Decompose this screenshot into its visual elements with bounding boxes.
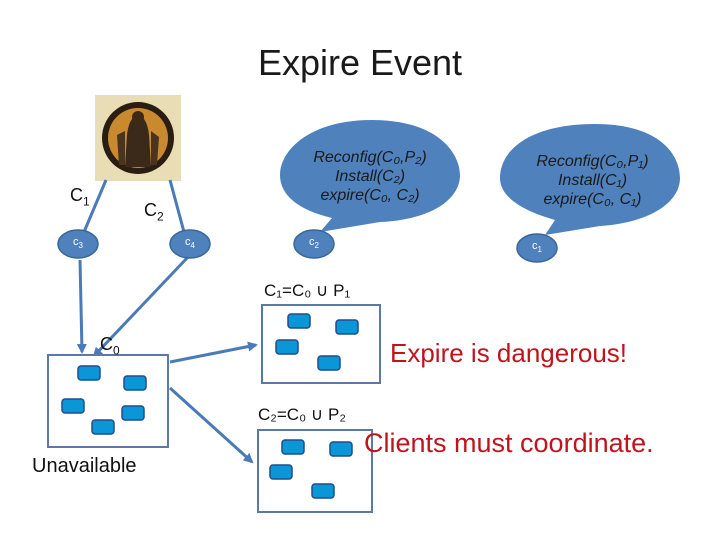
node-c2[interactable] [293,229,335,259]
node-c3[interactable] [57,229,99,259]
node-c4-label: c4 [185,236,195,251]
arrow-c0-to-c1set [169,341,258,364]
label-eq-c2: C₂=C₀ ∪ P₂ [258,405,346,424]
server-c0-3[interactable] [61,398,85,414]
label-eq-c1: C₁=C₀ ∪ P₁ [264,281,351,300]
server-c0-4[interactable] [121,405,145,421]
server-c2-4[interactable] [311,483,335,499]
bubble-right [500,124,680,235]
bubble-left-text: Reconfig(C₀,P₂) Install(C₂) expire(C₀, C… [290,148,450,205]
bubble-left-line2: Install(C₂) [334,168,406,185]
arrow-c0-to-c2set [168,386,254,464]
node-c1[interactable] [516,233,558,263]
node-c4[interactable] [169,229,211,259]
server-c0-2[interactable] [123,375,147,391]
node-c3-label: c3 [73,236,83,251]
label-C2-group: C2 [144,200,164,224]
slide-title: Expire Event [257,42,463,83]
label-unavailable: Unavailable [32,455,137,477]
label-C1-group: C1 [70,185,90,209]
bubble-right-line3: expire(C₀, C₁) [543,191,642,208]
server-c2-1[interactable] [281,439,305,455]
arrow-c4-to-c0 [92,255,190,358]
server-c1-3[interactable] [275,339,299,355]
bubble-right-text: Reconfig(C₀,P₁) Install(C₁) expire(C₀, C… [510,152,675,209]
server-c2-2[interactable] [329,441,353,457]
server-c1-1[interactable] [287,313,311,329]
bubble-right-line2: Install(C₁) [557,172,628,189]
server-c2-3[interactable] [269,464,293,480]
bubble-left-line3: expire(C₀, C₂) [320,187,420,204]
message-coordinate: Clients must coordinate. [364,428,654,458]
server-c1-2[interactable] [335,319,359,335]
server-c0-5[interactable] [91,419,115,435]
link-vase-c4 [168,179,186,233]
label-C0-box: C0 [100,334,120,358]
link-vase-c3 [82,179,108,233]
server-c0-1[interactable] [77,365,101,381]
node-c2-label: c2 [309,236,319,251]
bubble-right-line1: Reconfig(C₀,P₁) [536,153,649,170]
bubble-left-line1: Reconfig(C₀,P₂) [313,149,427,166]
arrow-c3-to-c0 [76,259,87,354]
greek-vase-image [95,95,181,181]
node-c1-label: c1 [532,240,542,255]
message-dangerous: Expire is dangerous! [390,338,628,368]
server-c1-4[interactable] [317,355,341,371]
bubble-left [280,120,460,232]
